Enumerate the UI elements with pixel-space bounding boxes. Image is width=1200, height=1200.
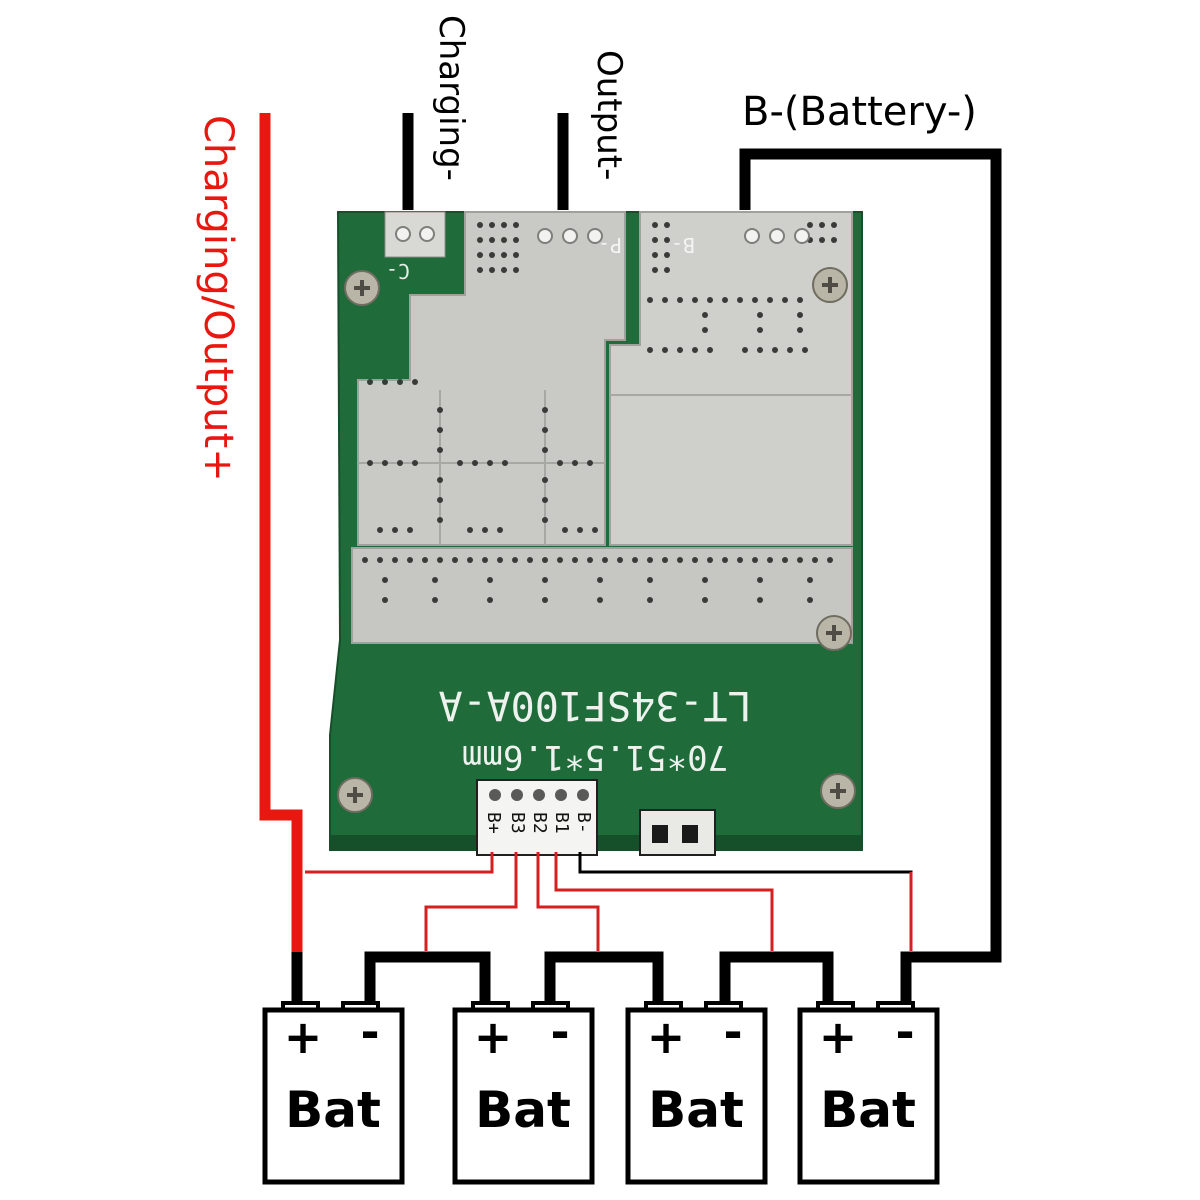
battery-pack: +-Bat+-Bat+-Bat+-Bat: [262, 1001, 940, 1185]
screws: [337, 267, 856, 813]
label-b-minus-battery: B-(Battery-): [742, 89, 977, 135]
battery-label: Bat: [820, 1081, 916, 1139]
battery-1: +- Bat: [262, 1001, 405, 1185]
wire-b-minus: [739, 148, 1002, 1003]
silk-pad-p: P-: [598, 233, 622, 257]
silk-pad-b: B-: [671, 233, 695, 257]
battery-minus-sign: -: [723, 1005, 742, 1059]
balance-pin-label: B2: [529, 812, 550, 834]
screw-bottom-right: [820, 773, 856, 809]
battery-minus-sign: -: [550, 1005, 569, 1059]
wire-series-1-2: [364, 951, 491, 1003]
balance-pin-label: B1: [551, 812, 572, 834]
battery-minus-sign: -: [360, 1005, 379, 1059]
label-charging-output-plus: Charging/Output+: [195, 115, 241, 482]
screw-top-right: [812, 267, 848, 303]
label-output-minus: Output-: [589, 50, 629, 180]
heatsink-lower: [351, 547, 853, 644]
heatsink-upper-right: [609, 211, 853, 546]
balance-wire-bminus: [578, 852, 913, 951]
via-holes: [362, 222, 837, 603]
balance-connector: [476, 779, 598, 856]
ntc-connector: [639, 809, 716, 856]
battery-plus-sign: +: [474, 1010, 513, 1064]
balance-wire-b3: [424, 852, 518, 951]
battery-body: [262, 1007, 405, 1185]
wire-series-2-3: [544, 951, 664, 1003]
screw-top-left: [344, 270, 380, 306]
battery-label: Bat: [475, 1081, 571, 1139]
board-dimensions-text: 70*51.5*1.6mm: [462, 737, 728, 777]
bms-board: C- P- B-: [329, 211, 863, 856]
top-terminal-pads: [384, 211, 810, 258]
balance-pin-label: B3: [507, 812, 528, 834]
balance-wire-b1: [554, 852, 774, 951]
label-charging-minus: Charging-: [431, 15, 471, 181]
battery-4: +- Bat: [797, 1001, 940, 1185]
battery-plus-sign: +: [284, 1010, 323, 1064]
wires: [259, 113, 1002, 1003]
wire-charging-output-plus: [259, 113, 303, 952]
balance-wire-b2: [536, 852, 600, 951]
balance-pin-label: B+: [483, 812, 504, 834]
battery-label: Bat: [285, 1081, 381, 1139]
battery-2: +- Bat: [452, 1001, 595, 1185]
balance-wire-bplus: [305, 852, 494, 874]
battery-body: [625, 1007, 768, 1185]
pad-charging-minus: [384, 211, 446, 258]
battery-3: +- Bat: [625, 1001, 768, 1185]
battery-minus-sign: -: [895, 1005, 914, 1059]
battery-label: Bat: [648, 1081, 744, 1139]
battery-body: [452, 1007, 595, 1185]
board-model-text: LT-34SF100A-A: [438, 682, 751, 728]
screw-bottom-left: [337, 777, 373, 813]
balance-pin-label: B-: [573, 812, 594, 834]
battery-plus-sign: +: [647, 1010, 686, 1064]
wire-series-3-4: [719, 951, 834, 1003]
silk-pad-c: C-: [386, 259, 410, 283]
battery-plus-sign: +: [819, 1010, 858, 1064]
screw-mid-right: [816, 615, 852, 651]
battery-body: [797, 1007, 940, 1185]
